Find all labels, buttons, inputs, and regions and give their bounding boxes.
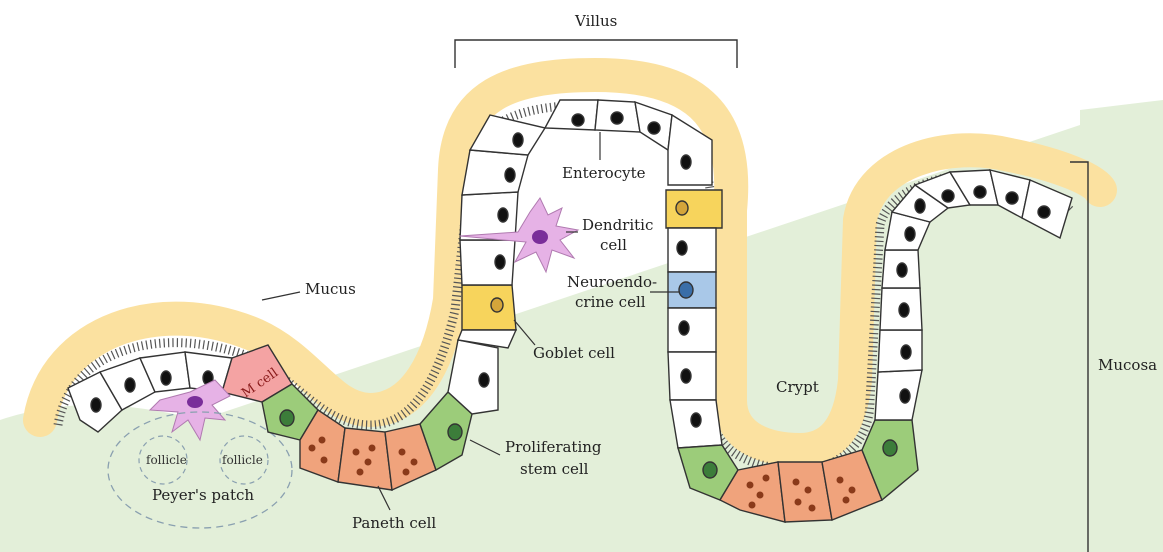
enterocyte [878, 330, 922, 372]
nucleus [897, 263, 907, 277]
nucleus [513, 133, 523, 147]
stem-cell-nucleus [703, 462, 717, 478]
mucosa-label: Mucosa [1098, 356, 1157, 374]
neuroendo-label-2: crine cell [575, 293, 646, 311]
neuroendo-label-1: Neuroendo- [567, 273, 657, 291]
neuroendocrine-nucleus [679, 282, 693, 298]
nucleus [572, 114, 584, 126]
proliferating-label-2: stem cell [520, 460, 589, 478]
stem-cell-nucleus [883, 440, 897, 456]
goblet-label: Goblet cell [533, 344, 615, 362]
enterocyte [668, 308, 716, 352]
follicle-right-label: follicle [222, 453, 263, 467]
dendritic-label-1: Dendritic [582, 216, 653, 234]
nucleus [900, 389, 910, 403]
nucleus [498, 208, 508, 222]
enterocyte [545, 100, 598, 130]
dendritic-label-2: cell [600, 236, 627, 254]
nucleus [495, 255, 505, 269]
enterocyte-label: Enterocyte [562, 164, 646, 182]
nucleus [905, 227, 915, 241]
enterocyte [668, 228, 716, 272]
goblet-cell [666, 190, 722, 228]
proliferating-label-1: Proliferating [505, 438, 602, 456]
nucleus [901, 345, 911, 359]
nucleus [679, 321, 689, 335]
nucleus [161, 371, 171, 385]
nucleus [681, 369, 691, 383]
villus-top-row [545, 100, 672, 150]
nucleus [691, 413, 701, 427]
stem-cell-nucleus [448, 424, 462, 440]
paneth-label: Paneth cell [352, 514, 436, 532]
crypt-label: Crypt [776, 378, 819, 396]
follicle-left-label: follicle [146, 453, 187, 467]
paneth-cell [338, 428, 392, 490]
peyers-patch-label: Peyer's patch [152, 486, 254, 504]
nucleus [479, 373, 489, 387]
nucleus [505, 168, 515, 182]
goblet-nucleus [676, 201, 688, 215]
nucleus [681, 155, 691, 169]
goblet-cell [462, 285, 516, 330]
mucus-leader [262, 292, 300, 300]
stem-cell-nucleus [280, 410, 294, 426]
nucleus [125, 378, 135, 392]
nucleus [942, 190, 954, 202]
nucleus [974, 186, 986, 198]
nucleus [899, 303, 909, 317]
nucleus [611, 112, 623, 124]
nucleus [915, 199, 925, 213]
nucleus [1038, 206, 1050, 218]
villus-label: Villus [574, 12, 617, 30]
nucleus [91, 398, 101, 412]
enterocyte [460, 240, 515, 285]
goblet-nucleus [491, 298, 503, 312]
mucus-label: Mucus [305, 280, 356, 298]
nucleus [648, 122, 660, 134]
nucleus [1006, 192, 1018, 204]
enterocyte [668, 352, 716, 400]
nucleus [677, 241, 687, 255]
enterocyte [462, 150, 528, 195]
